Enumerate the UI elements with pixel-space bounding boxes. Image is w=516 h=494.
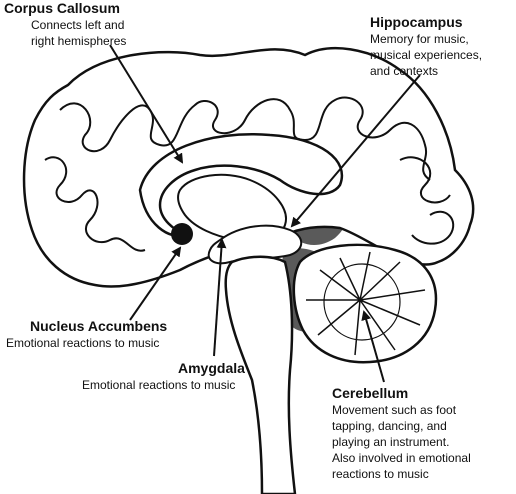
nucleus-accumbens-dot xyxy=(171,223,193,245)
cerebellum-desc-2: tapping, dancing, and xyxy=(332,419,447,433)
gyri-lines xyxy=(59,96,431,181)
cerebellum-folia-ring xyxy=(323,263,401,341)
pointer-amygdala xyxy=(213,238,227,357)
cerebellum-desc-5: reactions to music xyxy=(332,467,429,481)
gyri-lines-3 xyxy=(399,156,455,245)
pointer-corpus-callosum xyxy=(109,44,184,164)
hippocampus-desc-2: musical experiences, xyxy=(370,48,483,62)
corpus-callosum-title: Corpus Callosum xyxy=(4,0,120,16)
amygdala-title: Amygdala xyxy=(178,360,245,376)
hippocampus-desc-3: and contexts xyxy=(370,64,439,78)
cerebellum-desc-4: Also involved in emotional xyxy=(332,451,471,465)
amygdala-desc: Emotional reactions to music xyxy=(82,378,236,392)
pointer-nucleus-accumbens xyxy=(129,246,182,321)
cerebellum-shape xyxy=(292,243,438,364)
pointer-hippocampus xyxy=(290,74,421,228)
cerebellum-folia xyxy=(306,251,426,356)
label-corpus-callosum: Corpus Callosum Connects left and right … xyxy=(4,0,154,49)
hippocampus-desc-1: Memory for music, xyxy=(370,32,469,46)
label-amygdala: Amygdala Emotional reactions to music xyxy=(82,360,378,393)
gyri-lines-2 xyxy=(44,156,146,252)
pointer-cerebellum xyxy=(361,310,385,383)
corpus-callosum-desc-1: Connects left and xyxy=(31,18,125,32)
cerebellum-desc-3: playing an instrument. xyxy=(332,435,450,449)
corpus-callosum-desc-2: right hemispheres xyxy=(31,34,127,48)
label-hippocampus: Hippocampus Memory for music, musical ex… xyxy=(370,14,510,79)
label-nucleus-accumbens: Nucleus Accumbens Emotional reactions to… xyxy=(6,318,230,351)
cerebellum-desc-1: Movement such as foot xyxy=(332,403,457,417)
nucleus-accumbens-desc: Emotional reactions to music xyxy=(6,336,160,350)
label-cerebellum: Cerebellum Movement such as foot tapping… xyxy=(332,385,512,482)
nucleus-accumbens-title: Nucleus Accumbens xyxy=(30,318,168,334)
hippocampus-title: Hippocampus xyxy=(370,14,463,30)
cerebellum-title: Cerebellum xyxy=(332,385,409,401)
